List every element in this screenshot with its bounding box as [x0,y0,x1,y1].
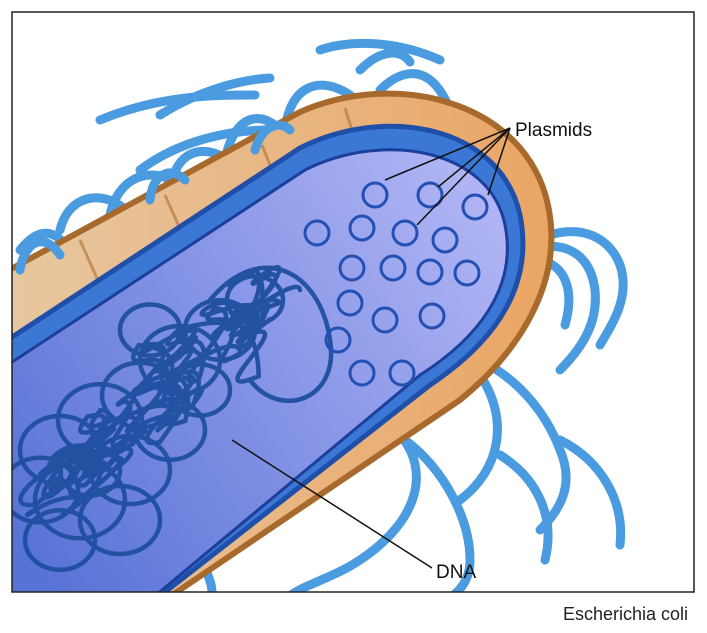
plasmid-ring [336,289,364,317]
caption: Escherichia coli [563,604,688,624]
plasmids [303,181,489,387]
plasmid-ring [391,219,419,247]
dna-loop [22,508,98,572]
dna-label: DNA [436,562,476,583]
dna-loop [57,442,123,498]
plasmid-ring [348,214,376,242]
plasmid-ring [324,326,352,354]
plasmid-ring [461,193,489,221]
dna-loop [87,433,173,507]
dna-loop [12,455,81,525]
plasmid-ring [361,181,389,209]
dna-tail [207,265,334,404]
plasmid-ring [371,306,399,334]
plasmid-ring [453,259,481,287]
plasmid-ring [416,258,444,286]
dna-leader-line [231,439,433,569]
plasmid-ring [379,254,407,282]
plasmid-ring [348,359,376,387]
dna-strand [12,265,334,572]
plasmid-ring [418,302,446,330]
plasmid-ring [338,254,366,282]
dna-loop [167,362,233,418]
plasmid-ring [416,181,444,209]
plasmids-leader-lines [384,127,511,226]
plasmid-ring [431,226,459,254]
flagella-front [15,120,295,275]
plasmids-label: Plasmids [515,120,592,141]
dna-loop [77,483,163,557]
dna-loop [117,302,183,358]
plasmid-ring [303,219,331,247]
plasmid-ring [388,359,416,387]
flagella [15,38,628,592]
frame-border [11,11,695,593]
dna-loop [32,459,128,541]
